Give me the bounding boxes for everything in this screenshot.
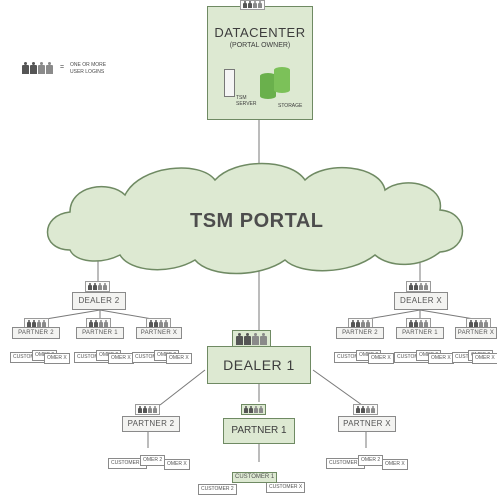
datacenter-subtitle: (PORTAL OWNER) xyxy=(229,42,291,49)
legend-equals: = xyxy=(60,64,65,71)
dealer2-partnerx-box: PARTNER X xyxy=(136,327,182,339)
dealer1-to-partnerx-line xyxy=(312,369,363,406)
partner1-customer-2: CUSTOMER 2 xyxy=(198,484,237,495)
dealer1-to-partner2-line xyxy=(159,369,206,406)
partner1-user-logins-icon xyxy=(241,404,266,415)
dealerx-partnerx-box: PARTNER X xyxy=(455,327,497,339)
dealer2-left-branch xyxy=(39,309,101,321)
dealerx-p1-customer-x: OMER X xyxy=(428,353,454,364)
legend-text-line2: USER LOGINS xyxy=(70,69,105,75)
datacenter-box: DATACENTER (PORTAL OWNER) TSM SERVER STO… xyxy=(207,6,313,120)
dealerx-user-logins-icon xyxy=(406,281,431,292)
portal-label: TSM PORTAL xyxy=(190,210,324,232)
dealerx-px-customer-x: OMER X xyxy=(472,353,497,364)
dealer2-user-logins-icon xyxy=(85,281,110,292)
dealer2-partner1-icon xyxy=(86,318,111,329)
legend-text-line1: ONE OR MORE xyxy=(70,62,107,68)
dealerx-partner2-box: PARTNER 2 xyxy=(336,327,384,339)
partnerx-customer-x: OMER X xyxy=(382,459,408,470)
dealerx-box: DEALER X xyxy=(394,292,448,310)
partner2-box: PARTNER 2 xyxy=(122,416,180,432)
legend-user-icon xyxy=(22,62,53,74)
dealer2-px-customer-x: OMER X xyxy=(166,353,192,364)
tsm-portal-cloud xyxy=(46,162,464,275)
server-icon xyxy=(224,69,235,97)
partnerx-customer-2: OMER 2 xyxy=(358,455,384,466)
partnerx-box: PARTNER X xyxy=(338,416,396,432)
dealer2-p1-customer-x: OMER X xyxy=(108,353,134,364)
partner1-box: PARTNER 1 xyxy=(223,418,295,444)
dealer1-user-logins-icon xyxy=(232,330,271,348)
datacenter-user-logins-icon xyxy=(240,0,265,10)
dealer2-partner2-box: PARTNER 2 xyxy=(12,327,60,339)
dealer2-customer-x: OMER X xyxy=(44,353,70,364)
partner2-customer-x: OMER X xyxy=(164,459,190,470)
storage-label: STORAGE xyxy=(278,103,303,109)
datacenter-title: DATACENTER xyxy=(214,25,306,40)
server-label: TSM SERVER xyxy=(236,95,257,107)
partnerx-user-logins-icon xyxy=(353,404,378,415)
dealerx-customer-x: OMER X xyxy=(368,353,394,364)
partner1-customer-1: CUSTOMER 1 xyxy=(232,472,278,483)
partner2-user-logins-icon xyxy=(135,404,160,415)
dealerx-partner1-box: PARTNER 1 xyxy=(396,327,444,339)
dealer2-partner1-box: PARTNER 1 xyxy=(76,327,124,339)
dealer1-box: DEALER 1 xyxy=(207,346,311,384)
partner1-customer-x: CUSTOMER X xyxy=(266,482,306,493)
storage-icon xyxy=(260,65,292,101)
dealer2-box: DEALER 2 xyxy=(72,292,126,310)
partner2-customer-2: OMER 2 xyxy=(140,455,166,466)
